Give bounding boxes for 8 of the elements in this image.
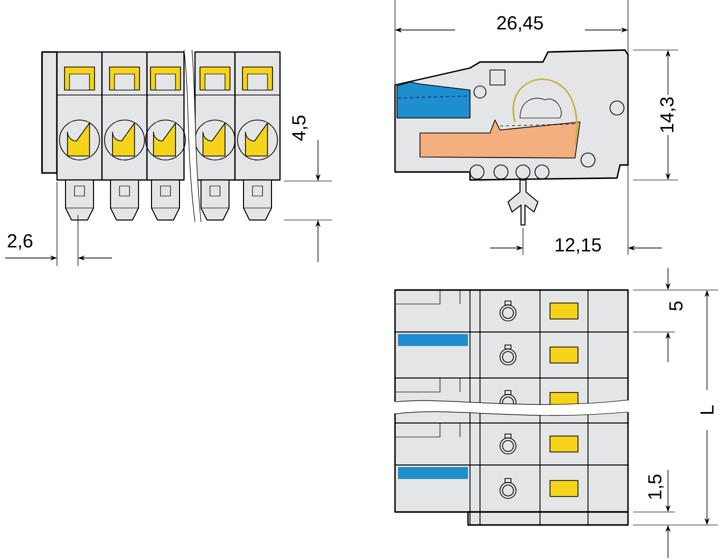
dimension-label: 1,5 [646, 472, 666, 502]
dimension-label: 4,5 [290, 113, 310, 143]
dimension-label: 12,15 [552, 236, 604, 256]
dimension-label: L [699, 403, 715, 417]
dimension-label: 5 [668, 299, 684, 313]
dimension-label: 26,45 [494, 14, 546, 34]
dimension-label: 2,6 [5, 232, 35, 252]
dimension-label: 14,3 [658, 95, 678, 135]
